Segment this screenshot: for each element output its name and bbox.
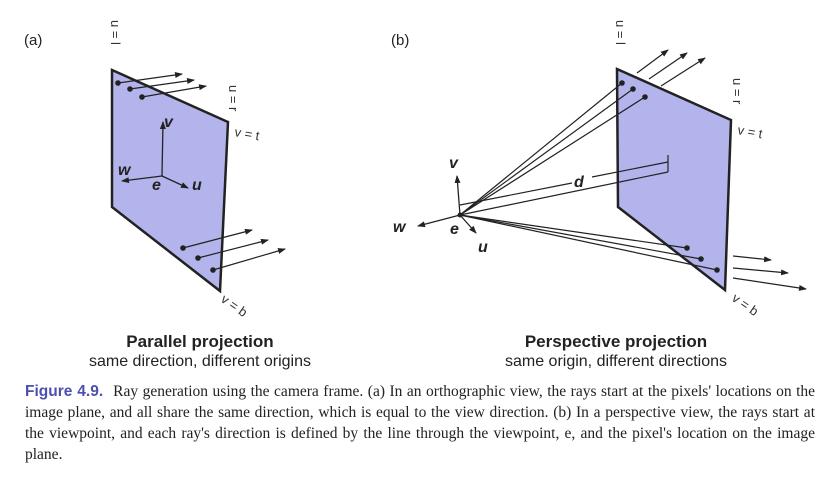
- camera-axes: [417, 175, 477, 234]
- label-u-left: u = l: [108, 20, 123, 45]
- panel-b: (b) u = l u = r v = t v = b d: [391, 20, 807, 319]
- image-plane: [615, 67, 733, 293]
- caption-text: Ray generation using the camera frame. (…: [25, 383, 816, 463]
- panel-b-title: Perspective projection: [524, 332, 708, 351]
- axis-u: u: [478, 239, 488, 256]
- axis-v: v: [164, 114, 174, 131]
- panel-b-subtitle: same origin, different directions: [504, 353, 728, 370]
- label-v-bottom: v = b: [729, 290, 761, 319]
- figure-label: Figure 4.9.: [25, 383, 104, 400]
- distance-label-d: d: [574, 174, 585, 191]
- panel-b-title-block: Perspective projection same origin, diff…: [456, 332, 776, 372]
- label-v-bottom: v = b: [218, 291, 250, 320]
- panel-a: (a) u = l u = r v = t v = b v w e u: [24, 20, 286, 320]
- parallel-rays: [115, 72, 286, 273]
- perspective-rays: [459, 49, 807, 291]
- figure-caption: Figure 4.9.Ray generation using the came…: [25, 381, 815, 465]
- axis-w: w: [118, 162, 132, 179]
- camera-axes: [121, 121, 189, 189]
- panel-a-tag: (a): [24, 32, 42, 49]
- label-u-right: u = r: [226, 85, 241, 112]
- image-plane: [110, 68, 230, 294]
- label-v-top: v = t: [233, 124, 261, 143]
- axis-e: e: [152, 177, 161, 194]
- axis-w: w: [393, 219, 407, 236]
- panel-a-subtitle: same direction, different origins: [88, 353, 312, 370]
- eye-point: [457, 212, 463, 218]
- panel-a-title-block: Parallel projection same direction, diff…: [40, 332, 360, 372]
- panel-b-tag: (b): [391, 32, 409, 49]
- panel-a-title: Parallel projection: [126, 332, 274, 351]
- label-u-right: u = r: [730, 78, 745, 105]
- axis-e: e: [450, 221, 459, 238]
- label-v-top: v = t: [736, 122, 764, 141]
- axis-v: v: [449, 155, 459, 172]
- label-u-left: u = l: [613, 20, 628, 45]
- axis-u: u: [192, 177, 202, 194]
